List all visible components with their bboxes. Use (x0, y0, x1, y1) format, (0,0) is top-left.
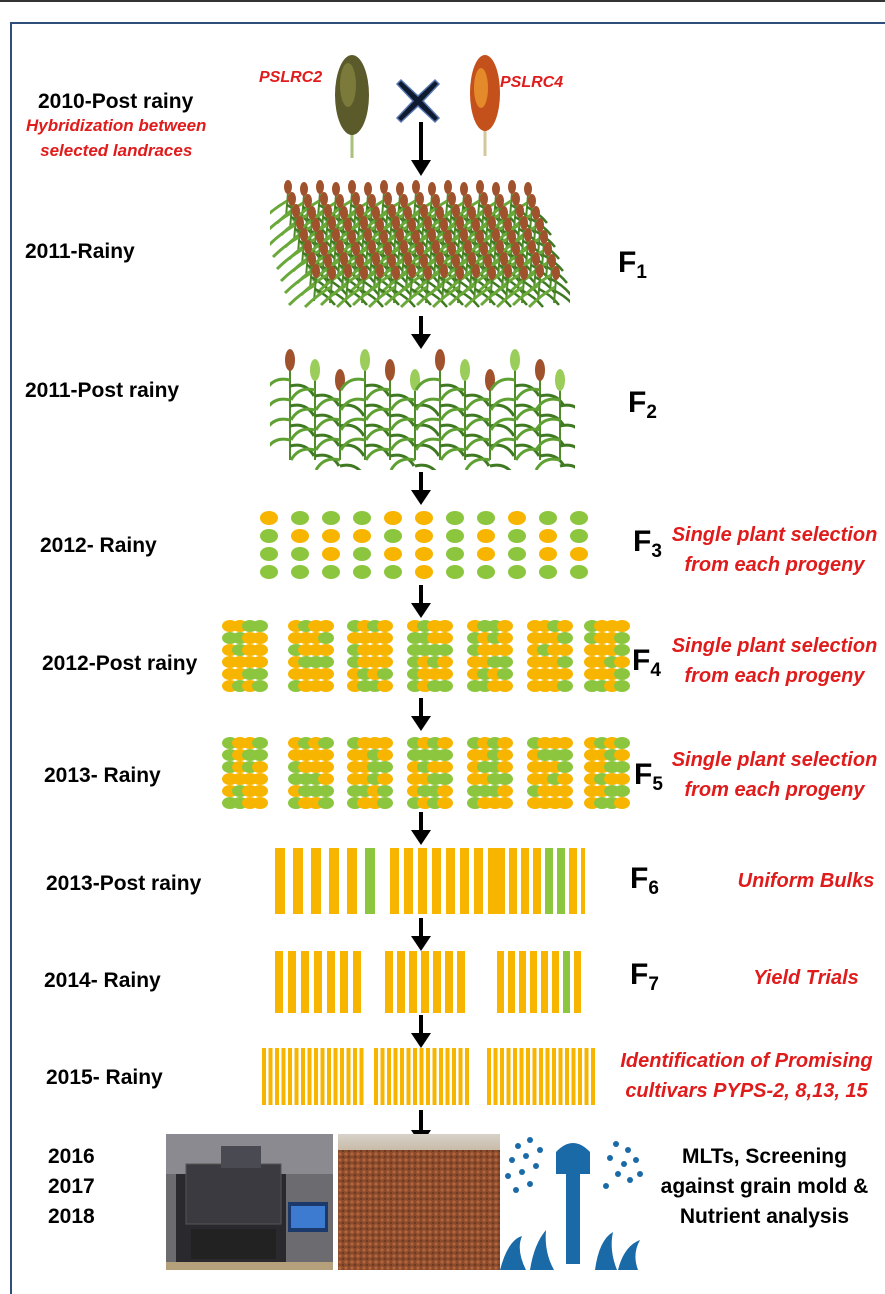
year-2015-rainy: 2015- Rainy (46, 1066, 163, 1089)
arrow-down-icon (411, 472, 431, 505)
final-years: 2016 2017 2018 (48, 1142, 95, 1232)
f3-progeny-plot (260, 511, 588, 579)
cross-icon (395, 78, 441, 124)
year-2011-rainy: 2011-Rainy (25, 240, 135, 263)
generation-number: 4 (650, 660, 661, 681)
year-2014-rainy: 2014- Rainy (44, 969, 161, 992)
parent1-panicle-image (335, 55, 369, 158)
generation-letter: F (633, 525, 652, 558)
year-2012-rainy: 2012- Rainy (40, 534, 157, 557)
note-line: Yield Trials (753, 967, 859, 989)
final-text-line: MLTs, Screening (682, 1145, 847, 1168)
sorghum-field-photo (338, 1134, 500, 1270)
note-line: from each progeny (684, 554, 865, 576)
f2-field-image (270, 349, 575, 470)
generation-letter: F (630, 958, 649, 991)
f7-yield-trials (275, 951, 581, 1013)
year-2012-post-rainy: 2012-Post rainy (42, 652, 198, 675)
note-f7: Yield Trials (730, 963, 882, 993)
arrow-down-icon (411, 316, 431, 349)
arrow-down-icon (411, 1015, 431, 1048)
f1-field-image (270, 180, 570, 309)
note-2015: Identification of Promising cultivars PY… (608, 1046, 885, 1106)
generation-number: 2 (646, 402, 657, 423)
generation-letter: F (630, 862, 649, 895)
note-f3: Single plant selection from each progeny (664, 520, 885, 580)
generation-f4: F4 (632, 644, 661, 682)
note-line: Single plant selection (671, 524, 878, 546)
year-2018: 2018 (48, 1205, 95, 1228)
parent2-panicle-image (470, 55, 500, 156)
generation-letter: F (628, 386, 647, 419)
year-2013-post-rainy: 2013-Post rainy (46, 872, 202, 895)
note-line: from each progeny (684, 779, 865, 801)
arrow-down-icon (411, 698, 431, 731)
final-text-line: Nutrient analysis (679, 1205, 850, 1228)
hybridization-note-line2: selected landraces (40, 141, 193, 160)
promising-cultivars-plots (262, 1048, 595, 1105)
final-activities: MLTs, Screening against grain mold & Nut… (647, 1142, 882, 1232)
note-line: Single plant selection (671, 635, 878, 657)
generation-number: 6 (648, 878, 659, 899)
generation-f5: F5 (634, 758, 663, 796)
note-line: cultivars PYPS-2, 8,13, 15 (625, 1080, 868, 1102)
arrow-down-icon (411, 122, 431, 176)
hybridization-note-line1: Hybridization between (26, 116, 207, 135)
note-f5: Single plant selection from each progeny (664, 745, 885, 805)
parent1-label: PSLRC2 (259, 69, 323, 86)
f6-uniform-bulks (275, 848, 585, 914)
generation-number: 1 (636, 262, 647, 283)
generation-number: 7 (648, 974, 659, 995)
diagram-panel (10, 22, 885, 1294)
arrow-down-icon (411, 585, 431, 618)
generation-f6: F6 (630, 862, 659, 900)
lab-instrument-photo (166, 1134, 333, 1270)
note-line: Single plant selection (671, 749, 878, 771)
year-2010: 2010-Post rainy (38, 90, 194, 113)
note-line: Uniform Bulks (737, 870, 875, 892)
f5-progeny-plots (222, 737, 630, 809)
year-2013-rainy: 2013- Rainy (44, 764, 161, 787)
generation-letter: F (618, 246, 637, 279)
arrow-down-icon (411, 812, 431, 845)
generation-number: 3 (651, 541, 662, 562)
parent2-label: PSLRC4 (500, 74, 564, 91)
arrow-down-icon (411, 918, 431, 951)
note-f6: Uniform Bulks (730, 866, 882, 896)
f4-progeny-plots (222, 620, 630, 692)
note-f4: Single plant selection from each progeny (664, 631, 885, 691)
year-2016: 2016 (48, 1145, 95, 1168)
generation-number: 5 (652, 774, 663, 795)
final-text-line: against grain mold & (660, 1175, 869, 1198)
year-2017: 2017 (48, 1175, 95, 1198)
year-2011-post-rainy: 2011-Post rainy (25, 379, 180, 402)
generation-f3: F3 (633, 525, 662, 563)
note-line: from each progeny (684, 665, 865, 687)
sprinkler-irrigation-icon (500, 1137, 643, 1270)
generation-letter: F (634, 758, 653, 791)
generation-f2: F2 (628, 386, 657, 424)
generation-f7: F7 (630, 958, 659, 996)
hybridization-note: Hybridization between selected landraces (26, 113, 206, 163)
generation-letter: F (632, 644, 651, 677)
note-line: Identification of Promising (620, 1050, 873, 1072)
top-border (0, 0, 885, 2)
generation-f1: F1 (618, 246, 647, 284)
